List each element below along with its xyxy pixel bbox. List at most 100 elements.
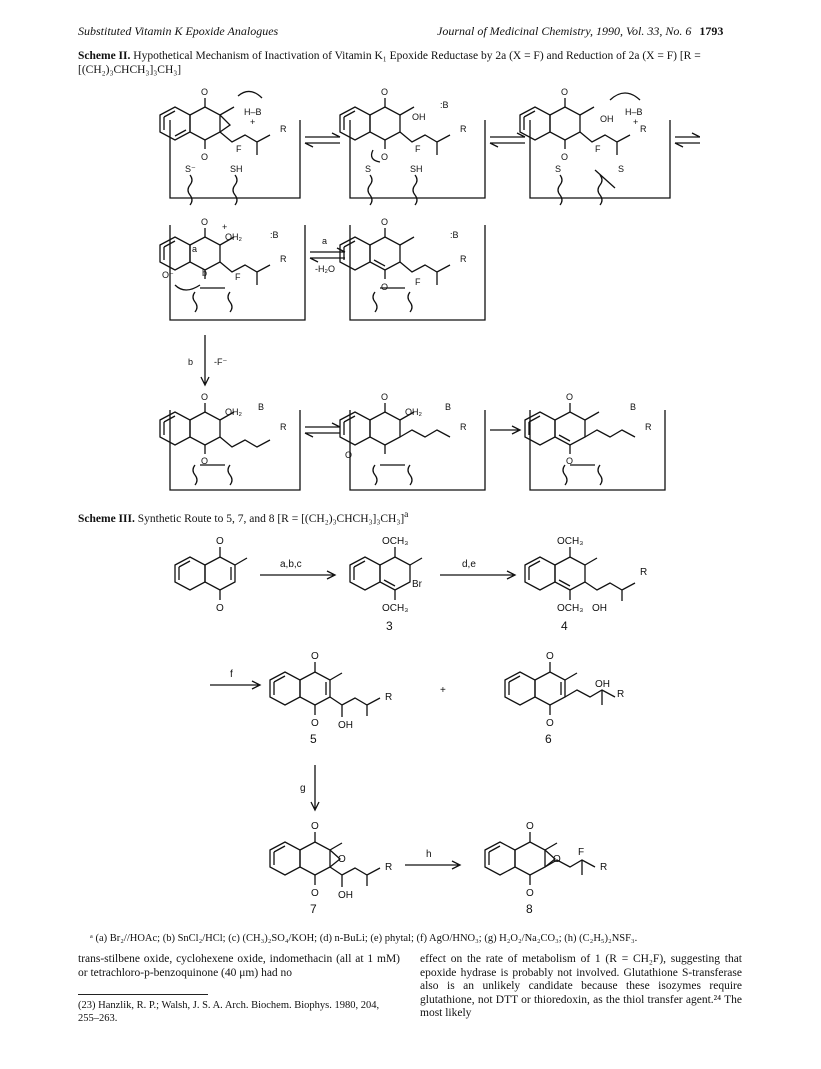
- s3-och3-3: OCH₃: [557, 536, 583, 547]
- s3-r-1: R: [640, 567, 647, 578]
- label-base-2: :B: [440, 100, 449, 110]
- compound-3-structure: [349, 547, 423, 600]
- label-base-6: B: [258, 402, 264, 412]
- s3-o-9: O: [526, 821, 534, 832]
- label-step-a: a: [322, 236, 327, 246]
- equilibrium-arrow-4: [304, 422, 341, 438]
- label-base-5: :B: [450, 230, 459, 240]
- label-o-4: O: [381, 152, 388, 162]
- s3-r-2: R: [385, 692, 392, 703]
- s3-o-3: O: [311, 651, 319, 662]
- label-base-7: B: [445, 402, 451, 412]
- label-base-4: :B: [270, 230, 279, 240]
- label-s-minus: S⁻: [185, 164, 196, 174]
- label-o-14: O: [566, 456, 573, 466]
- equilibrium-arrow-3: [674, 132, 700, 148]
- label-r-5: R: [460, 254, 467, 264]
- s3-br: Br: [412, 579, 423, 590]
- scheme-ii-diagram: O O H–B + F R S⁻ SH O O :B OH F R S SH O…: [159, 87, 700, 491]
- reference-23: (23) Hanzlik, R. P.; Walsh, J. S. A. Arc…: [78, 1000, 380, 1024]
- scheme-ii-frame-5: [339, 225, 486, 321]
- scheme-iii-caption: Scheme III. Synthetic Route to 5, 7, and…: [78, 508, 758, 526]
- label-o-11: O: [201, 456, 208, 466]
- label-o-12: O: [381, 392, 388, 402]
- label-minus-f: -F⁻: [214, 357, 227, 367]
- label-plus-1: +: [250, 117, 255, 127]
- body-right-column: effect on the rate of metabolism of 1 (R…: [420, 953, 742, 1020]
- label-o-9: O: [381, 282, 388, 292]
- label-step-b: b: [188, 357, 193, 367]
- label-sh-1: SH: [230, 164, 243, 174]
- label-oh2-2: OH₂: [225, 407, 243, 417]
- label-f-2: F: [415, 144, 421, 154]
- label-oh2-1: OH₂: [225, 232, 243, 242]
- compound-4-structure: [524, 547, 636, 601]
- label-s-3: S: [555, 164, 561, 174]
- scheme-ii-frame-1: [159, 90, 301, 206]
- label-r-6: R: [280, 422, 287, 432]
- label-o-5: O: [561, 87, 568, 97]
- menadione-structure: [174, 547, 248, 600]
- s3-r-4: R: [385, 862, 392, 873]
- label-plus-2: +: [633, 117, 638, 127]
- label-o-10: O: [201, 392, 208, 402]
- scheme-ii-frame-7: [339, 403, 486, 491]
- label-f-1: F: [236, 144, 242, 154]
- compound-label-3: 3: [386, 619, 393, 633]
- label-o-6: O: [561, 152, 568, 162]
- compound-8-structure: [484, 832, 596, 885]
- step-b-arrow: [200, 335, 210, 387]
- compound-label-5: 5: [310, 732, 317, 746]
- label-r-1: R: [280, 124, 287, 134]
- arrow-de: [440, 570, 517, 580]
- label-o-7: O: [201, 217, 208, 227]
- label-base-8: B: [630, 402, 636, 412]
- s3-o-4: O: [311, 718, 319, 729]
- s3-step-g: g: [300, 783, 306, 794]
- label-oh-1: OH: [412, 112, 426, 122]
- arrow-h: [405, 860, 462, 870]
- label-a-lower: a: [192, 244, 197, 254]
- arrow-abc: [260, 570, 337, 580]
- label-plus-3: +: [222, 222, 227, 232]
- s3-step-h: h: [426, 849, 432, 860]
- page-number: 1793: [699, 24, 724, 38]
- equilibrium-arrow-1: [304, 132, 341, 148]
- step-a-arrow: [309, 247, 346, 263]
- label-oh-2: OH: [600, 114, 614, 124]
- scheme-ii-label: Scheme II.: [78, 50, 131, 62]
- s3-oh-2: OH: [338, 720, 353, 731]
- label-base-1: H–B: [244, 107, 262, 117]
- label-f-4: F: [235, 272, 241, 282]
- s3-plus: +: [440, 685, 446, 696]
- label-o-13: O: [566, 392, 573, 402]
- footnote-rule: [78, 994, 208, 995]
- s3-f: F: [578, 847, 584, 858]
- compound-label-7: 7: [310, 902, 317, 916]
- label-sh-2: SH: [410, 164, 423, 174]
- label-r-7: R: [460, 422, 467, 432]
- s3-och3-4: OCH₃: [557, 603, 583, 614]
- scheme-iii-footnote: ᵃ (a) Br₂//HOAc; (b) SnCl₂/HCl; (c) (CH₃…: [90, 933, 638, 944]
- label-o-2: O: [201, 152, 208, 162]
- s3-o-5: O: [546, 651, 554, 662]
- running-head-right: Journal of Medicinal Chemistry, 1990, Vo…: [437, 24, 723, 39]
- s3-och3-1: OCH₃: [382, 536, 408, 547]
- scheme-ii-frame-4: [159, 225, 306, 321]
- scheme-ii-title: Hypothetical Mechanism of Inactivation o…: [78, 50, 701, 76]
- s3-oh-4: OH: [338, 890, 353, 901]
- label-base-3: H–B: [625, 107, 643, 117]
- compound-6-structure: [504, 662, 616, 715]
- arrow-g: [310, 765, 320, 812]
- label-minus-h2o: -H₂O: [315, 264, 335, 274]
- scheme-ii-frame-8: [524, 403, 666, 491]
- s3-o-epox-2: O: [553, 854, 561, 865]
- label-s-2: S: [365, 164, 371, 174]
- scheme-iii-label: Scheme III.: [78, 512, 135, 525]
- s3-o-7: O: [311, 821, 319, 832]
- body-left-column: trans-stilbene oxide, cyclohexene oxide,…: [78, 953, 400, 979]
- label-o-minus: O⁻: [162, 270, 174, 280]
- s3-o-2: O: [216, 603, 224, 614]
- label-f-5: F: [415, 277, 421, 287]
- label-f-3: F: [595, 144, 601, 154]
